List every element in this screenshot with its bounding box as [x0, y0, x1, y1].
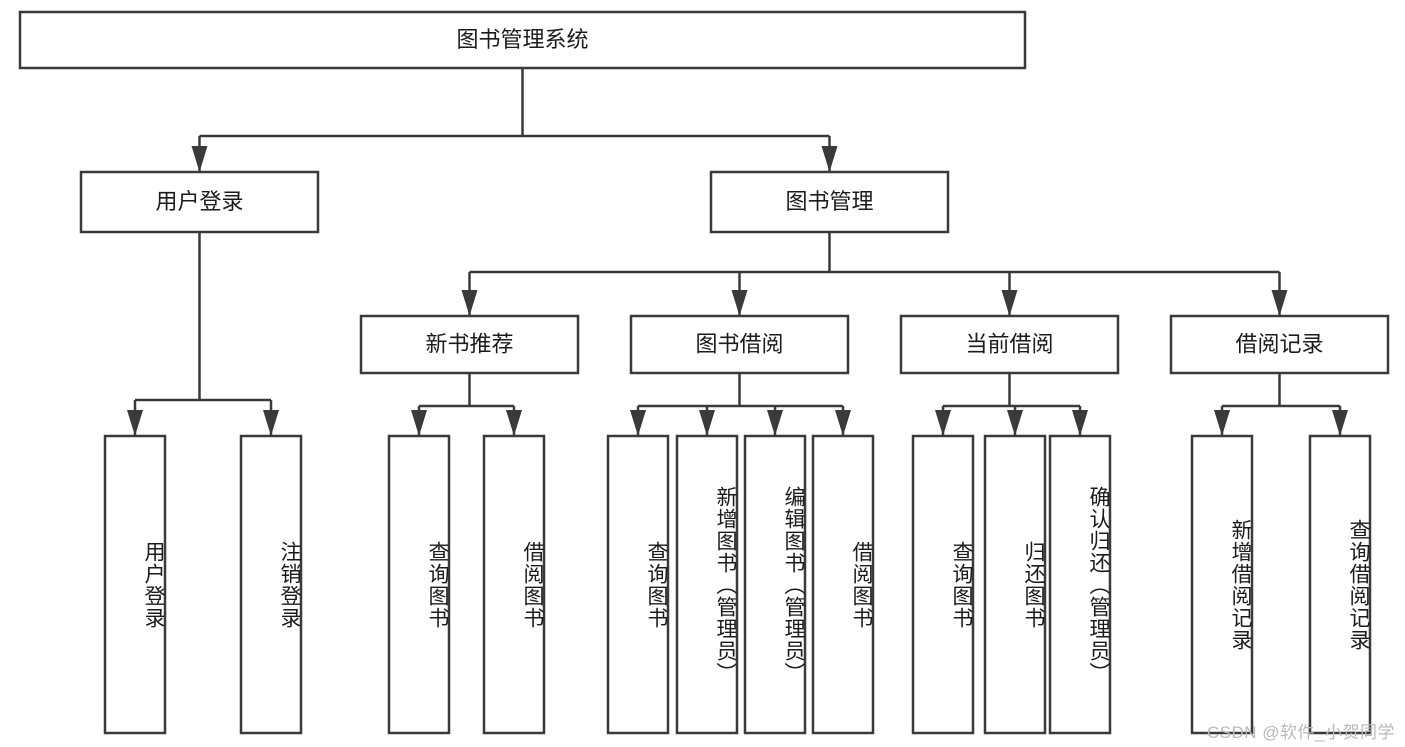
arrow-head-icon: [630, 410, 646, 436]
node-current-borrow[interactable]: [899, 314, 1120, 375]
arrow-head-icon: [935, 410, 951, 436]
node-user-login[interactable]: [79, 170, 320, 234]
node-leaf-query-book-2[interactable]: [606, 434, 670, 735]
arrow-head-icon: [1214, 410, 1230, 436]
arrow-head-icon: [506, 410, 522, 436]
arrow-head-icon: [767, 410, 783, 436]
node-leaf-user-logout[interactable]: [239, 434, 303, 735]
arrow-head-icon: [1332, 410, 1348, 436]
node-leaf-query-record[interactable]: [1308, 434, 1372, 735]
node-label-book-borrow: 图书借阅: [695, 331, 783, 356]
node-leaf-borrow-book-2[interactable]: [811, 434, 875, 735]
arrow-head-icon: [1271, 290, 1288, 316]
node-leaf-user-login[interactable]: [103, 434, 167, 735]
arrow-head-icon: [191, 146, 208, 172]
arrow-head-icon: [127, 410, 143, 436]
arrow-head-icon: [411, 410, 427, 436]
node-leaf-add-book[interactable]: [675, 434, 739, 735]
node-leaf-edit-book[interactable]: [743, 434, 807, 735]
node-label-borrow-record: 借阅记录: [1235, 331, 1323, 356]
node-label-user-login: 用户登录: [155, 189, 243, 214]
arrow-head-icon: [1072, 410, 1088, 436]
node-label-current-borrow: 当前借阅: [965, 331, 1053, 356]
arrow-head-icon: [461, 290, 478, 316]
arrow-head-icon: [1001, 290, 1018, 316]
node-leaf-return-book[interactable]: [983, 434, 1047, 735]
arrow-head-icon: [835, 410, 851, 436]
boxes-layer: [18, 10, 1390, 735]
node-leaf-query-book-1[interactable]: [387, 434, 451, 735]
node-label-root: 图书管理系统: [456, 27, 588, 52]
arrow-head-icon: [821, 146, 838, 172]
node-leaf-borrow-book-1[interactable]: [482, 434, 546, 735]
node-leaf-add-record[interactable]: [1190, 434, 1254, 735]
node-leaf-query-book-3[interactable]: [911, 434, 975, 735]
arrow-head-icon: [1007, 410, 1023, 436]
node-root[interactable]: [18, 10, 1027, 70]
node-borrow-record[interactable]: [1169, 314, 1390, 375]
arrow-head-icon: [263, 410, 279, 436]
arrow-head-icon: [731, 290, 748, 316]
node-book-borrow[interactable]: [629, 314, 850, 375]
node-book-manage[interactable]: [709, 170, 950, 234]
arrow-head-icon: [699, 410, 715, 436]
node-new-book-recommend[interactable]: [359, 314, 580, 375]
node-leaf-confirm-return[interactable]: [1048, 434, 1112, 735]
connectors-layer: [127, 68, 1348, 436]
node-label-new-book-recommend: 新书推荐: [425, 331, 513, 356]
watermark: CSDN @软件_小贺同学: [1206, 723, 1395, 742]
node-label-book-manage: 图书管理: [785, 189, 873, 214]
